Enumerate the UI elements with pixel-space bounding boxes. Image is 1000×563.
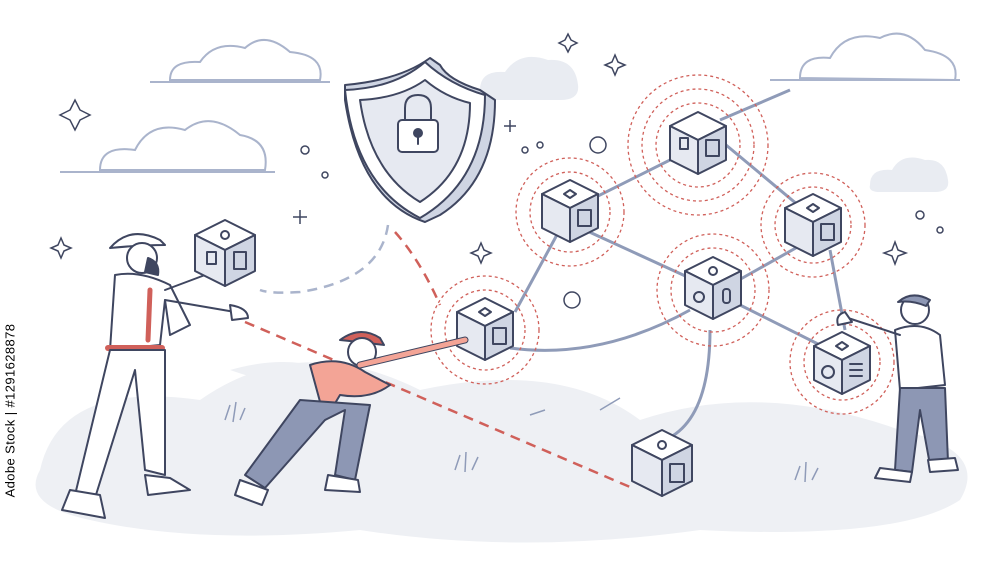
cloud-icon [60, 120, 275, 173]
grass-tufts [224, 397, 819, 483]
man-with-hat [61, 233, 249, 519]
blockchain-cube-icon [194, 219, 256, 287]
stock-id-text: Adobe Stock | #1291628878 [2, 323, 18, 497]
blockchain-cube-icon [456, 297, 514, 361]
blockchain-cube-icon [541, 179, 599, 243]
cloud-icon [479, 56, 579, 100]
padlock-icon [397, 94, 439, 153]
man-pushing [234, 331, 469, 506]
blockchain-cube-icon [631, 429, 693, 497]
sparkle-icon [49, 32, 944, 309]
blockchain-cube-icon [669, 111, 727, 175]
ground-shapes [35, 362, 968, 543]
man-right [836, 294, 959, 483]
cloud-icon [770, 32, 960, 82]
dashed-connectors [244, 224, 631, 489]
blockchain-cube-icon [784, 193, 842, 257]
cloud-icon [150, 39, 330, 83]
stock-id-label: Adobe Stock | #1291628878 [0, 320, 25, 500]
blockchain-cube-icon [813, 331, 871, 395]
signal-ring-icon [430, 74, 895, 415]
cloud-icon [869, 157, 949, 192]
blockchain-cube-icon [684, 256, 742, 320]
